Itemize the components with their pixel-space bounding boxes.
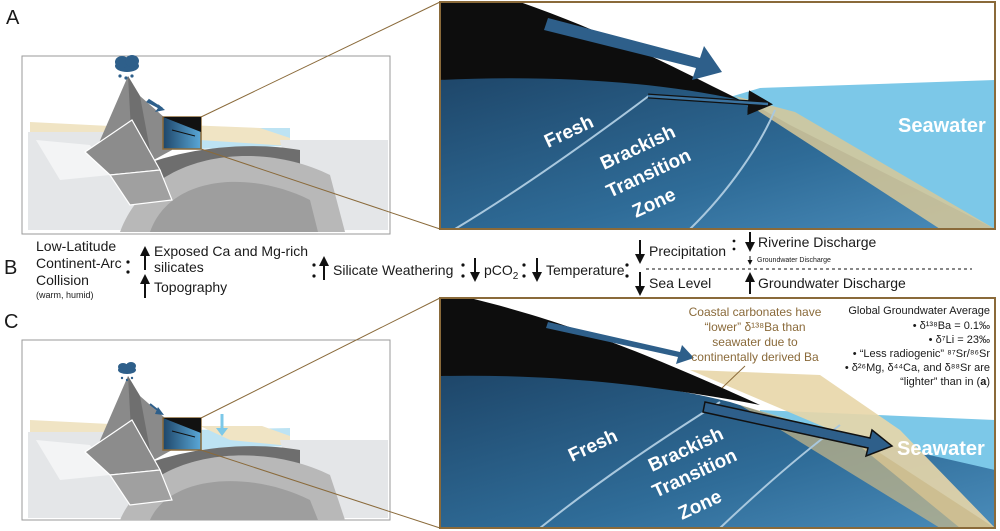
global-avg-ba: • δ¹³⁸Ba = 0.1‰ bbox=[913, 320, 990, 332]
groundwater-small-label: Groundwater Discharge bbox=[757, 257, 831, 264]
global-avg-sr: • “Less radiogenic” ⁸⁷Sr/⁸⁶Sr bbox=[853, 348, 991, 360]
coastal-note: Coastal carbonates have “lower” δ¹³⁸Ba t… bbox=[689, 305, 822, 389]
panel-a-detail bbox=[439, 1, 996, 230]
global-avg-lighter: “lighter” than in (a) bbox=[900, 376, 990, 388]
svg-text:seawater due to: seawater due to bbox=[712, 335, 798, 349]
global-avg-title: Global Groundwater Average bbox=[848, 305, 990, 317]
zoom-line-a-top bbox=[200, 1, 441, 118]
cause-line-1: Low-Latitude bbox=[36, 238, 116, 254]
sea-level-label: Sea Level bbox=[649, 275, 711, 291]
pco2-label: pCO2 bbox=[484, 262, 519, 282]
topography-label: Topography bbox=[154, 279, 227, 295]
panel-c-detail bbox=[439, 297, 996, 529]
label-seawater-a: Seawater bbox=[898, 115, 986, 137]
temperature-label: Temperature bbox=[546, 262, 625, 278]
svg-text:continentally derived Ba: continentally derived Ba bbox=[691, 350, 819, 364]
panel-letter-b: B bbox=[4, 257, 17, 279]
silicate-label: Silicate Weathering bbox=[333, 262, 453, 278]
global-avg-iso: • δ²⁶Mg, δ⁴⁴Ca, and δ⁸⁸Sr are bbox=[845, 362, 990, 374]
panel-b-flow: Low-Latitude Continent-Arc Collision (wa… bbox=[36, 232, 972, 300]
label-seawater-c: Seawater bbox=[897, 438, 985, 460]
exposed-line-1: Exposed Ca and Mg-rich bbox=[154, 243, 308, 259]
global-average-box: Global Groundwater Average • δ¹³⁸Ba = 0.… bbox=[845, 305, 990, 388]
global-avg-li: • δ⁷Li = 23‰ bbox=[929, 334, 990, 346]
cause-line-2: Continent-Arc bbox=[36, 255, 122, 271]
panel-letter-a: A bbox=[6, 7, 20, 29]
panel-letter-c: C bbox=[4, 311, 18, 333]
svg-text:Coastal carbonates have: Coastal carbonates have bbox=[689, 305, 822, 319]
svg-text:“lower” δ¹³⁸Ba than: “lower” δ¹³⁸Ba than bbox=[704, 320, 805, 334]
zoom-line-c-top bbox=[200, 297, 441, 419]
cause-line-3: Collision bbox=[36, 272, 89, 288]
zoom-line-a-bottom bbox=[200, 148, 441, 230]
precipitation-label: Precipitation bbox=[649, 243, 726, 259]
panel-c-thumbnail bbox=[21, 339, 391, 521]
cause-note: (warm, humid) bbox=[36, 290, 94, 300]
groundwater-label: Groundwater Discharge bbox=[758, 275, 906, 291]
riverine-label: Riverine Discharge bbox=[758, 234, 876, 250]
panel-a-thumbnail bbox=[21, 55, 391, 235]
exposed-line-2: silicates bbox=[154, 259, 204, 275]
zoom-line-c-bottom bbox=[200, 449, 441, 529]
